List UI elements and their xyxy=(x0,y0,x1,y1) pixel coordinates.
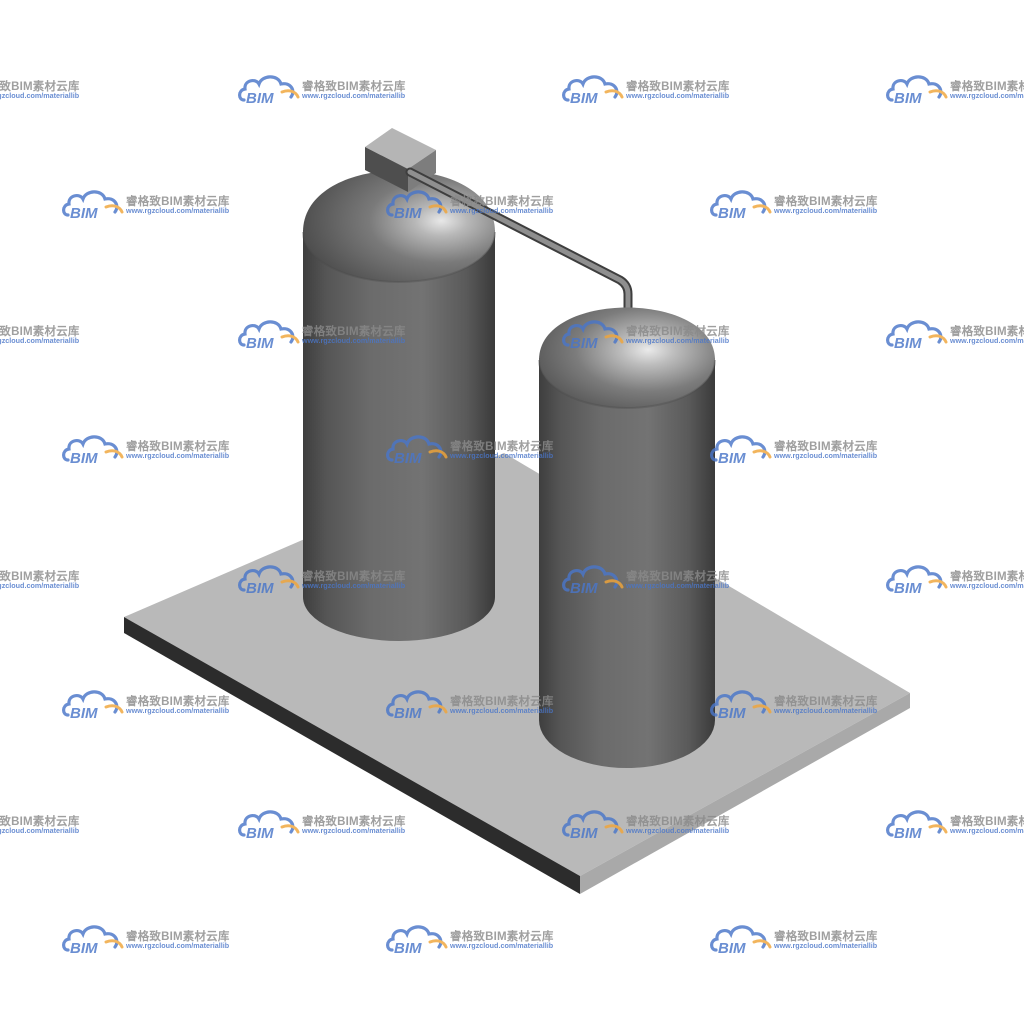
base-plate-top xyxy=(124,453,910,876)
valve-box xyxy=(365,128,436,192)
tall-tank-dome-rim xyxy=(302,231,496,283)
tall-tank xyxy=(302,170,496,641)
short-tank xyxy=(538,307,716,768)
base-plate xyxy=(124,453,910,894)
short-tank-body xyxy=(539,358,715,768)
short-tank-dome xyxy=(539,307,715,408)
connecting-pipe xyxy=(405,167,633,333)
base-plate-front-edge xyxy=(124,617,580,894)
tall-tank-body xyxy=(303,230,495,641)
base-plate-right-edge xyxy=(580,693,910,894)
tall-tank-dome xyxy=(303,170,495,282)
short-tank-dome-rim xyxy=(538,359,716,409)
